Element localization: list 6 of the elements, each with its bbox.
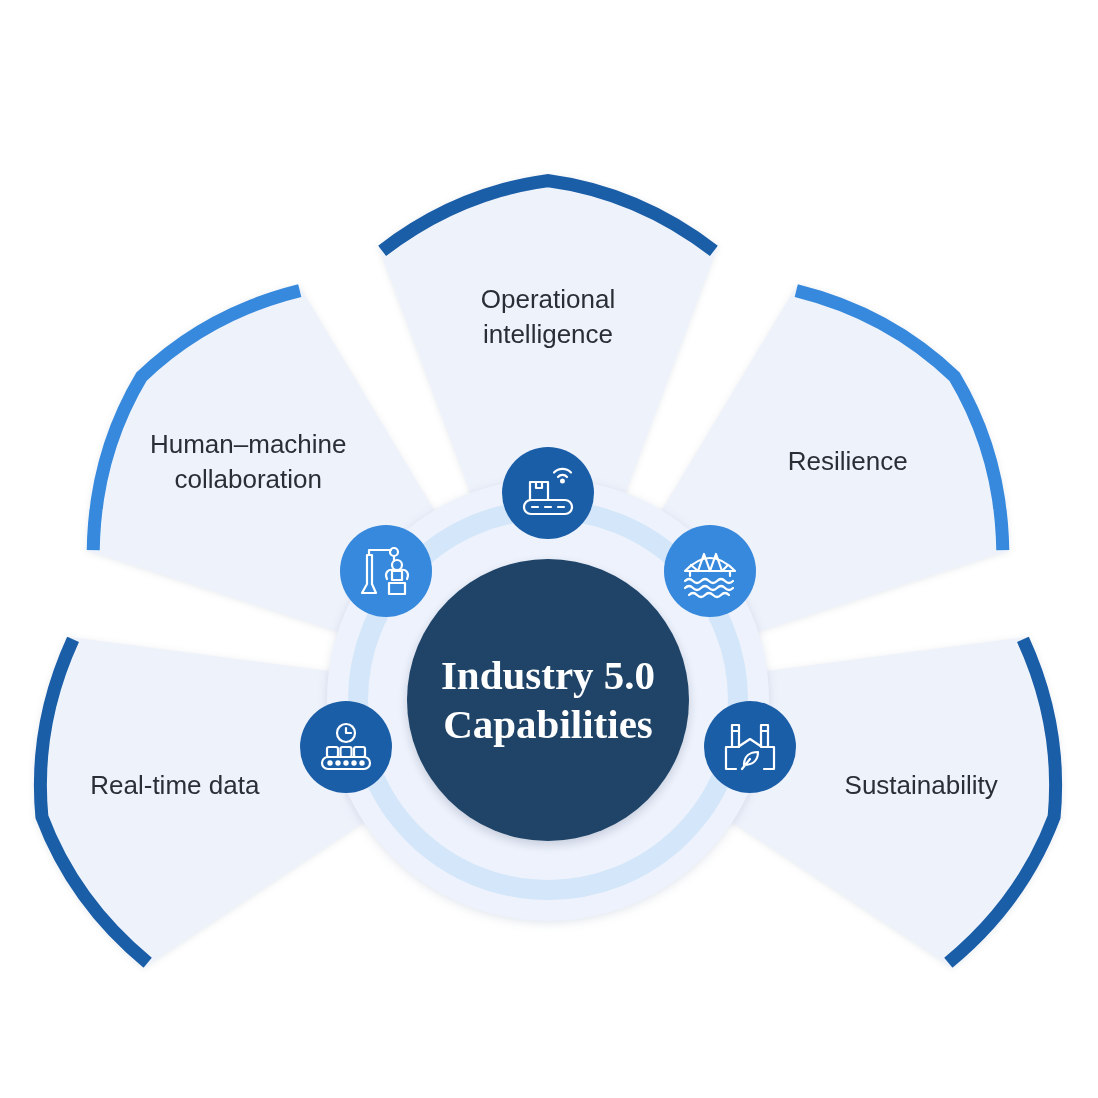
- petal-label: Sustainability: [843, 769, 999, 803]
- petal-label: Real-time data: [89, 769, 261, 803]
- petal-label: Resilience: [787, 444, 909, 478]
- hub-title: Industry 5.0 Capabilities: [440, 650, 656, 749]
- petal-label: Operational intelligence: [480, 282, 616, 351]
- petal-label: Human–machine collaboration: [149, 427, 348, 496]
